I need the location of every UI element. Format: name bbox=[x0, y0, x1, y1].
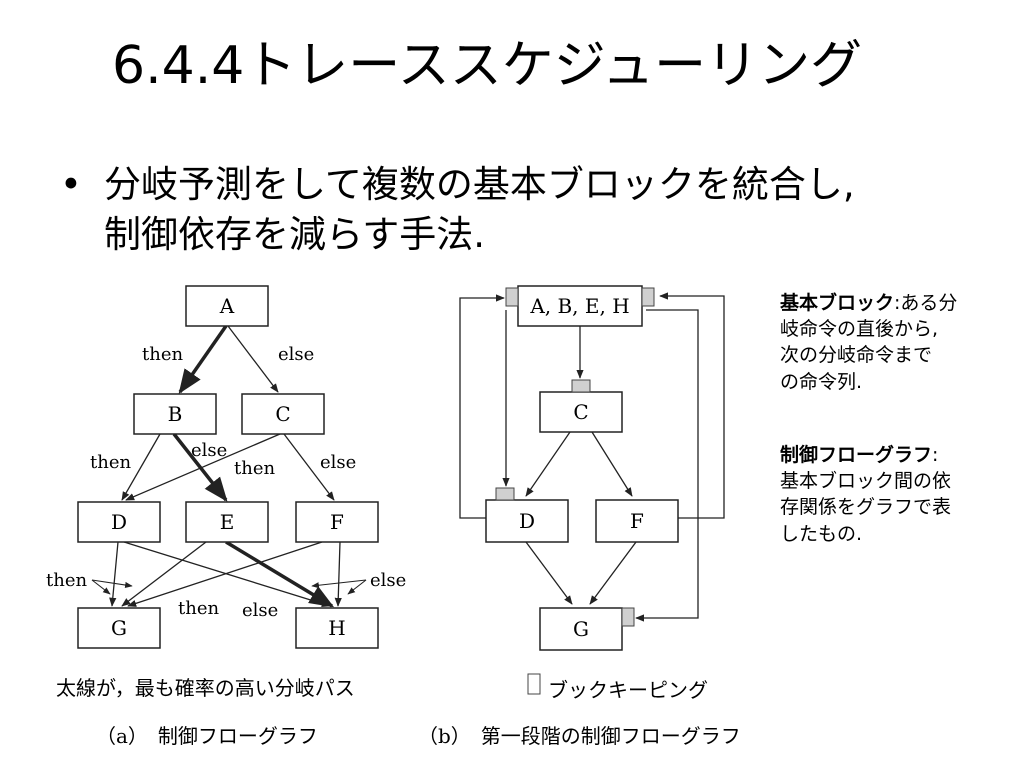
edge-a-c bbox=[227, 325, 279, 393]
node-g-box bbox=[77, 607, 161, 649]
edge-f-abeh-loop bbox=[659, 292, 725, 519]
edge-f-h bbox=[334, 541, 342, 607]
node-abeh-label: A, B, E, H bbox=[529, 294, 629, 318]
figure-b-labels: A, B, E, H C D F G bbox=[519, 294, 644, 641]
bullet-line-1: 分岐予測をして複数の基本ブロックを統合し, bbox=[104, 163, 855, 206]
label-b-else: else bbox=[191, 440, 227, 461]
node-e-box bbox=[185, 501, 269, 543]
label-h-else: else bbox=[370, 570, 406, 591]
edge-e-h bbox=[225, 540, 335, 608]
note-cfg-line-2: 基本ブロック間の依 bbox=[780, 470, 952, 493]
note-cfg-term: 制御フローグラフ bbox=[780, 444, 933, 466]
bookkeeping-abeh-right bbox=[641, 287, 655, 307]
note-basic-block-line-2: 岐命令の直後から, bbox=[780, 318, 939, 341]
bookkeeping-g bbox=[621, 607, 635, 627]
note-cfg: 制御フローグラフ: 基本ブロック間の依 存関係をグラフで表 したもの. bbox=[780, 442, 1020, 547]
edge-abeh-g bbox=[635, 309, 699, 622]
figure-a-edge-labels: then else then else then else then else … bbox=[46, 344, 406, 621]
node-g-label: G bbox=[111, 616, 127, 640]
node-f-b-label: F bbox=[630, 509, 644, 533]
edge-else-tick-2 bbox=[311, 579, 367, 589]
edge-b-e bbox=[172, 432, 228, 502]
node-b-label: B bbox=[168, 402, 183, 426]
edge-f-g-b bbox=[589, 541, 637, 605]
node-h-box bbox=[295, 607, 379, 649]
node-f-label: F bbox=[330, 510, 344, 534]
node-abeh-box bbox=[517, 285, 643, 327]
legend-bookkeeping-icon bbox=[527, 673, 541, 695]
note-basic-block: 基本ブロック:ある分 岐命令の直後から, 次の分岐命令まで の命令列. bbox=[780, 290, 1020, 395]
edge-d-g bbox=[109, 541, 119, 607]
node-d-b-label: D bbox=[519, 509, 535, 533]
edge-e-g bbox=[121, 541, 207, 607]
note-cfg-line-4: したもの. bbox=[780, 522, 863, 545]
node-a-box bbox=[185, 285, 269, 327]
node-d-label: D bbox=[111, 510, 127, 534]
note-cfg-line-3: 存関係をグラフで表 bbox=[780, 496, 952, 519]
note-basic-block-term: 基本ブロック bbox=[780, 292, 895, 314]
edge-else-tick-1 bbox=[347, 579, 367, 595]
label-g-then: then bbox=[46, 570, 87, 591]
edge-d-abeh-loop bbox=[459, 294, 505, 519]
edge-c-d-b bbox=[525, 431, 571, 497]
figure-a bbox=[77, 285, 379, 649]
note-cfg-line-1: 制御フローグラフ: bbox=[780, 442, 1020, 468]
note-basic-block-line-3: 次の分岐命令まで bbox=[780, 344, 933, 367]
note-basic-block-line-1: 基本ブロック:ある分 bbox=[780, 290, 1020, 316]
label-a-else: else bbox=[278, 344, 314, 365]
node-g-b-box bbox=[539, 607, 623, 651]
figure-b-caption: （b） 第一段階の制御フローグラフ bbox=[418, 724, 741, 748]
edge-a-b bbox=[178, 324, 228, 395]
label-cross-else: else bbox=[242, 600, 278, 621]
slide-title: 6.4.4トレーススケジューリング bbox=[112, 36, 863, 96]
bookkeeping-c bbox=[571, 379, 591, 393]
node-f-b-box bbox=[595, 499, 679, 543]
figure-a-labels: A B C D E F G H bbox=[111, 294, 346, 640]
edge-f-g bbox=[127, 541, 323, 607]
edge-then-tick-1 bbox=[91, 579, 111, 595]
node-b-box bbox=[133, 393, 217, 435]
bookkeeping-markers bbox=[495, 287, 655, 627]
figure-b bbox=[459, 285, 725, 651]
edge-then-tick-2 bbox=[91, 579, 133, 589]
bookkeeping-d bbox=[495, 487, 515, 501]
label-a-then: then bbox=[142, 344, 183, 365]
node-e-label: E bbox=[220, 510, 235, 534]
node-h-label: H bbox=[328, 616, 345, 640]
bullet-text: 分岐予測をして複数の基本ブロックを統合し, 制御依存を減らす手法. bbox=[104, 160, 1004, 261]
node-d-box bbox=[77, 501, 161, 543]
node-c-label: C bbox=[275, 402, 290, 426]
edge-c-f-b bbox=[591, 431, 633, 497]
bookkeeping-abeh-left bbox=[505, 287, 519, 307]
bullet-line-2: 制御依存を減らす手法. bbox=[104, 213, 486, 257]
note-cfg-text-1: : bbox=[932, 444, 939, 466]
edge-d-g-b bbox=[525, 541, 573, 605]
label-cross-then: then bbox=[178, 598, 219, 619]
figure-b-legend: ブックキーピング bbox=[548, 678, 708, 702]
label-c-then: then bbox=[234, 458, 275, 479]
node-f-box bbox=[295, 501, 379, 543]
label-b-then: then bbox=[90, 452, 131, 473]
node-c-box bbox=[241, 393, 325, 435]
node-c-b-label: C bbox=[573, 400, 588, 424]
note-basic-block-line-4: の命令列. bbox=[780, 370, 863, 393]
node-d-b-box bbox=[485, 499, 569, 543]
edge-c-d bbox=[125, 433, 281, 501]
note-basic-block-text-1: :ある分 bbox=[894, 292, 958, 314]
bullet-dot-icon: • bbox=[60, 163, 82, 206]
node-g-b-label: G bbox=[573, 617, 589, 641]
figure-a-caption: （a） 制御フローグラフ bbox=[96, 724, 318, 748]
figure-a-note: 太線が，最も確率の高い分岐パス bbox=[56, 676, 355, 700]
edge-c-f bbox=[283, 433, 335, 501]
edge-b-d bbox=[121, 433, 161, 501]
label-c-else: else bbox=[320, 452, 356, 473]
node-a-label: A bbox=[219, 294, 235, 318]
